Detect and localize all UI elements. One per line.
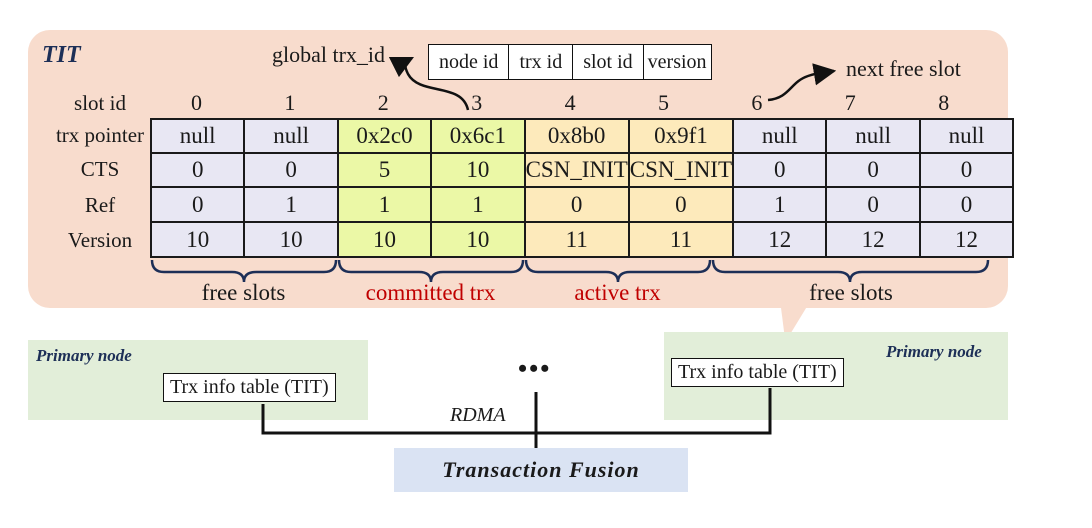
- brace-free-slots-right: [711, 259, 990, 283]
- network-line: [261, 388, 772, 435]
- cell-ref-slot-7: 0: [825, 186, 921, 223]
- cell-trx-pointer-slot-8: null: [918, 118, 1015, 154]
- cell-version-slot-3: 10: [430, 221, 526, 258]
- slot-id-7: 7: [844, 90, 856, 115]
- cell-cts-slot-5: CSN_INIT: [627, 152, 735, 188]
- cell-trx-pointer-slot-3: 0x6c1: [430, 118, 526, 154]
- slot-id-1: 1: [284, 90, 296, 115]
- cell-cts-slot-6: 0: [732, 152, 828, 188]
- global-trx-id-label: global trx_id: [272, 42, 386, 67]
- gid-field-trx-id: trx id: [509, 45, 574, 79]
- cell-ref-slot-4: 0: [523, 186, 630, 223]
- cell-version-slot-0: 10: [149, 221, 246, 258]
- slot3-to-global-trx-id-arrow: [388, 56, 470, 111]
- cell-cts-slot-3: 10: [430, 152, 526, 188]
- gid-field-node-id: node id: [429, 45, 510, 79]
- slot-id-8: 8: [938, 90, 950, 115]
- cell-cts-slot-8: 0: [918, 152, 1015, 188]
- row-label-slot-id: slot id: [74, 91, 126, 115]
- cell-cts-slot-1: 0: [243, 152, 339, 188]
- primary-node-left-label: Primary node: [36, 346, 132, 365]
- group-committed-trx: committed trx: [365, 280, 496, 305]
- next-free-slot-label: next free slot: [846, 56, 961, 81]
- slot-id-0: 0: [191, 90, 202, 115]
- cell-trx-pointer-slot-1: null: [243, 118, 339, 154]
- cell-trx-pointer-slot-7: null: [825, 118, 921, 154]
- cell-ref-slot-5: 0: [627, 186, 735, 223]
- cell-version-slot-7: 12: [825, 221, 921, 258]
- next-free-slot-arrow: [767, 63, 837, 102]
- group-active-trx: active trx: [574, 280, 661, 305]
- row-label-version: Version: [67, 228, 133, 252]
- primary-node-right-label: Primary node: [886, 342, 982, 361]
- cell-ref-slot-8: 0: [918, 186, 1015, 223]
- cell-ref-slot-3: 1: [430, 186, 526, 223]
- cell-cts-slot-4: CSN_INIT: [523, 152, 630, 188]
- cell-version-slot-1: 10: [243, 221, 339, 258]
- transaction-fusion-box: Transaction Fusion: [394, 448, 688, 492]
- cell-version-slot-6: 12: [732, 221, 828, 258]
- slot-id-6: 6: [751, 90, 763, 115]
- cell-trx-pointer-slot-0: null: [149, 118, 246, 154]
- tit-title: TIT: [42, 42, 81, 68]
- row-label-cts: CTS: [80, 157, 120, 181]
- cell-ref-slot-0: 0: [149, 186, 246, 223]
- gid-field-version: version: [647, 51, 707, 73]
- tit-box-right: Trx info table (TIT): [671, 358, 844, 387]
- cell-trx-pointer-slot-6: null: [732, 118, 828, 154]
- cell-cts-slot-2: 5: [336, 152, 433, 188]
- row-label-trx-pointer: trx pointer: [55, 123, 145, 147]
- brace-free-slots-left: [150, 259, 338, 283]
- brace-committed-trx: [337, 259, 525, 283]
- cell-version-slot-4: 11: [523, 221, 630, 258]
- cell-trx-pointer-slot-2: 0x2c0: [336, 118, 433, 154]
- slot-id-4: 4: [564, 90, 576, 115]
- cell-version-slot-5: 11: [627, 221, 735, 258]
- cell-ref-slot-1: 1: [243, 186, 339, 223]
- cell-cts-slot-0: 0: [149, 152, 246, 188]
- brace-active-trx: [524, 259, 712, 283]
- slot-id-2: 2: [377, 90, 389, 115]
- cell-version-slot-8: 12: [918, 221, 1015, 258]
- slot-id-3: 3: [471, 90, 483, 115]
- group-free-slots-right: free slots: [809, 280, 893, 305]
- cell-trx-pointer-slot-5: 0x9f1: [627, 118, 735, 154]
- cell-cts-slot-7: 0: [825, 152, 921, 188]
- rdma-label: RDMA: [450, 404, 506, 426]
- cell-ref-slot-2: 1: [336, 186, 433, 223]
- more-nodes-ellipsis: •••: [518, 354, 552, 383]
- gid-field-slot-id: slot id: [573, 45, 644, 79]
- slot-id-5: 5: [658, 90, 669, 115]
- cell-ref-slot-6: 1: [732, 186, 828, 223]
- row-label-ref: Ref: [84, 193, 116, 217]
- group-free-slots-left: free slots: [201, 280, 286, 305]
- cell-version-slot-2: 10: [336, 221, 433, 258]
- global-trx-id-fields: node id trx id slot id version: [428, 44, 712, 80]
- cell-trx-pointer-slot-4: 0x8b0: [523, 118, 630, 154]
- tit-box-left: Trx info table (TIT): [163, 373, 336, 402]
